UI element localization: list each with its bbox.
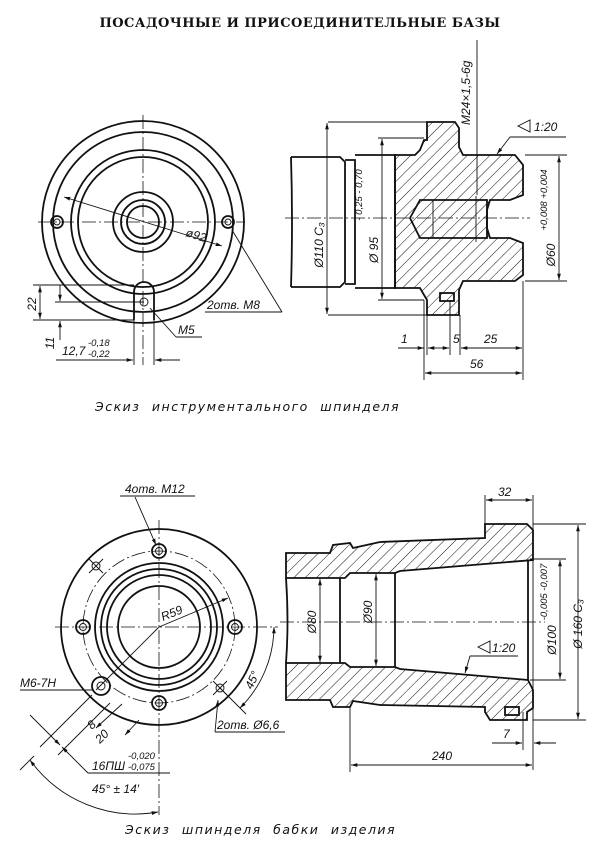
label-holes-m12: 4отв. M12 — [125, 482, 185, 496]
label-thread: M24×1,5-6g — [459, 60, 473, 125]
tool-spindle-front-view: ø92 2отв. M8 M5 22 11 12,7 -0,18 -0,22 — [25, 115, 283, 365]
bolt-hole-m12 — [151, 543, 167, 559]
pin-hole — [88, 558, 104, 574]
dim-25: 25 — [483, 332, 498, 346]
workhead-spindle-front-view: R59 4отв. M12 M6-7H 2отв. Ø6,6 45° 8 20 … — [19, 482, 285, 815]
label-m5: M5 — [178, 323, 195, 337]
bolt-hole-m8 — [50, 215, 64, 229]
dim-key: 16ПШ — [92, 759, 126, 773]
dim-d60-tol: +0,008 +0,004 — [539, 169, 550, 230]
dim-r59: R59 — [159, 602, 185, 623]
label-holes-m8: 2отв. M8 — [206, 298, 260, 312]
label-m6: M6-7H — [20, 676, 56, 690]
key-tol-lower: -0,075 — [128, 762, 156, 773]
key-slot — [133, 281, 155, 320]
caption-workhead-spindle: Эскиз шпинделя бабки изделия — [124, 822, 396, 837]
label-taper-2: 1:20 — [492, 641, 516, 655]
dim-d90: Ø90 — [361, 600, 375, 624]
dim-8: 8 — [84, 717, 99, 732]
label-taper: 1:20 — [534, 120, 558, 134]
workhead-spindle-section: 32 Ø80 Ø90 1:20 Ø100 -0,005 -0,007 Ø 160… — [280, 485, 586, 772]
bolt-hole-m12 — [75, 619, 91, 635]
dim-d80: Ø80 — [305, 610, 319, 634]
page-title: ПОСАДОЧНЫЕ И ПРИСОЕДИНИТЕЛЬНЫЕ БАЗЫ — [99, 16, 500, 31]
bolt-hole-m12 — [151, 695, 167, 711]
bolt-hole-m8 — [221, 215, 235, 229]
tol-upper: -0,18 — [88, 338, 110, 349]
tol-lower: -0,22 — [88, 349, 110, 360]
dim-slot-width: 12,7 — [62, 344, 87, 358]
dim-d60: Ø60 — [544, 243, 558, 267]
dim-d110: Ø110 C₃ — [312, 222, 326, 268]
dim-d95: Ø 95 — [367, 237, 381, 264]
key-tol-upper: -0,020 — [128, 751, 156, 762]
dim-angle-tol: 45° ± 14′ — [92, 782, 140, 796]
label-holes-66: 2отв. Ø6,6 — [216, 718, 280, 732]
dim-d95-tol: - 0,25 - 0,70 — [354, 169, 365, 221]
tool-spindle-section: M24×1,5-6g 1:20 Ø110 C₃ Ø 95 - 0,25 - 0,… — [285, 40, 567, 380]
dim-32: 32 — [498, 485, 512, 499]
dim-1: 1 — [401, 332, 408, 346]
dim-56: 56 — [470, 357, 484, 371]
dim-d92: ø92 — [184, 225, 208, 245]
dim-d100-tol: -0,005 -0,007 — [539, 563, 550, 620]
dim-d160: Ø 160 C₃ — [571, 599, 585, 650]
dim-d100: Ø100 — [545, 625, 559, 656]
dim-22: 22 — [25, 297, 39, 312]
dim-11: 11 — [43, 337, 57, 349]
dim-5: 5 — [453, 332, 460, 346]
dim-7: 7 — [503, 727, 511, 741]
caption-tool-spindle: Эскиз инструментального шпинделя — [94, 399, 400, 414]
dim-240: 240 — [431, 749, 452, 763]
